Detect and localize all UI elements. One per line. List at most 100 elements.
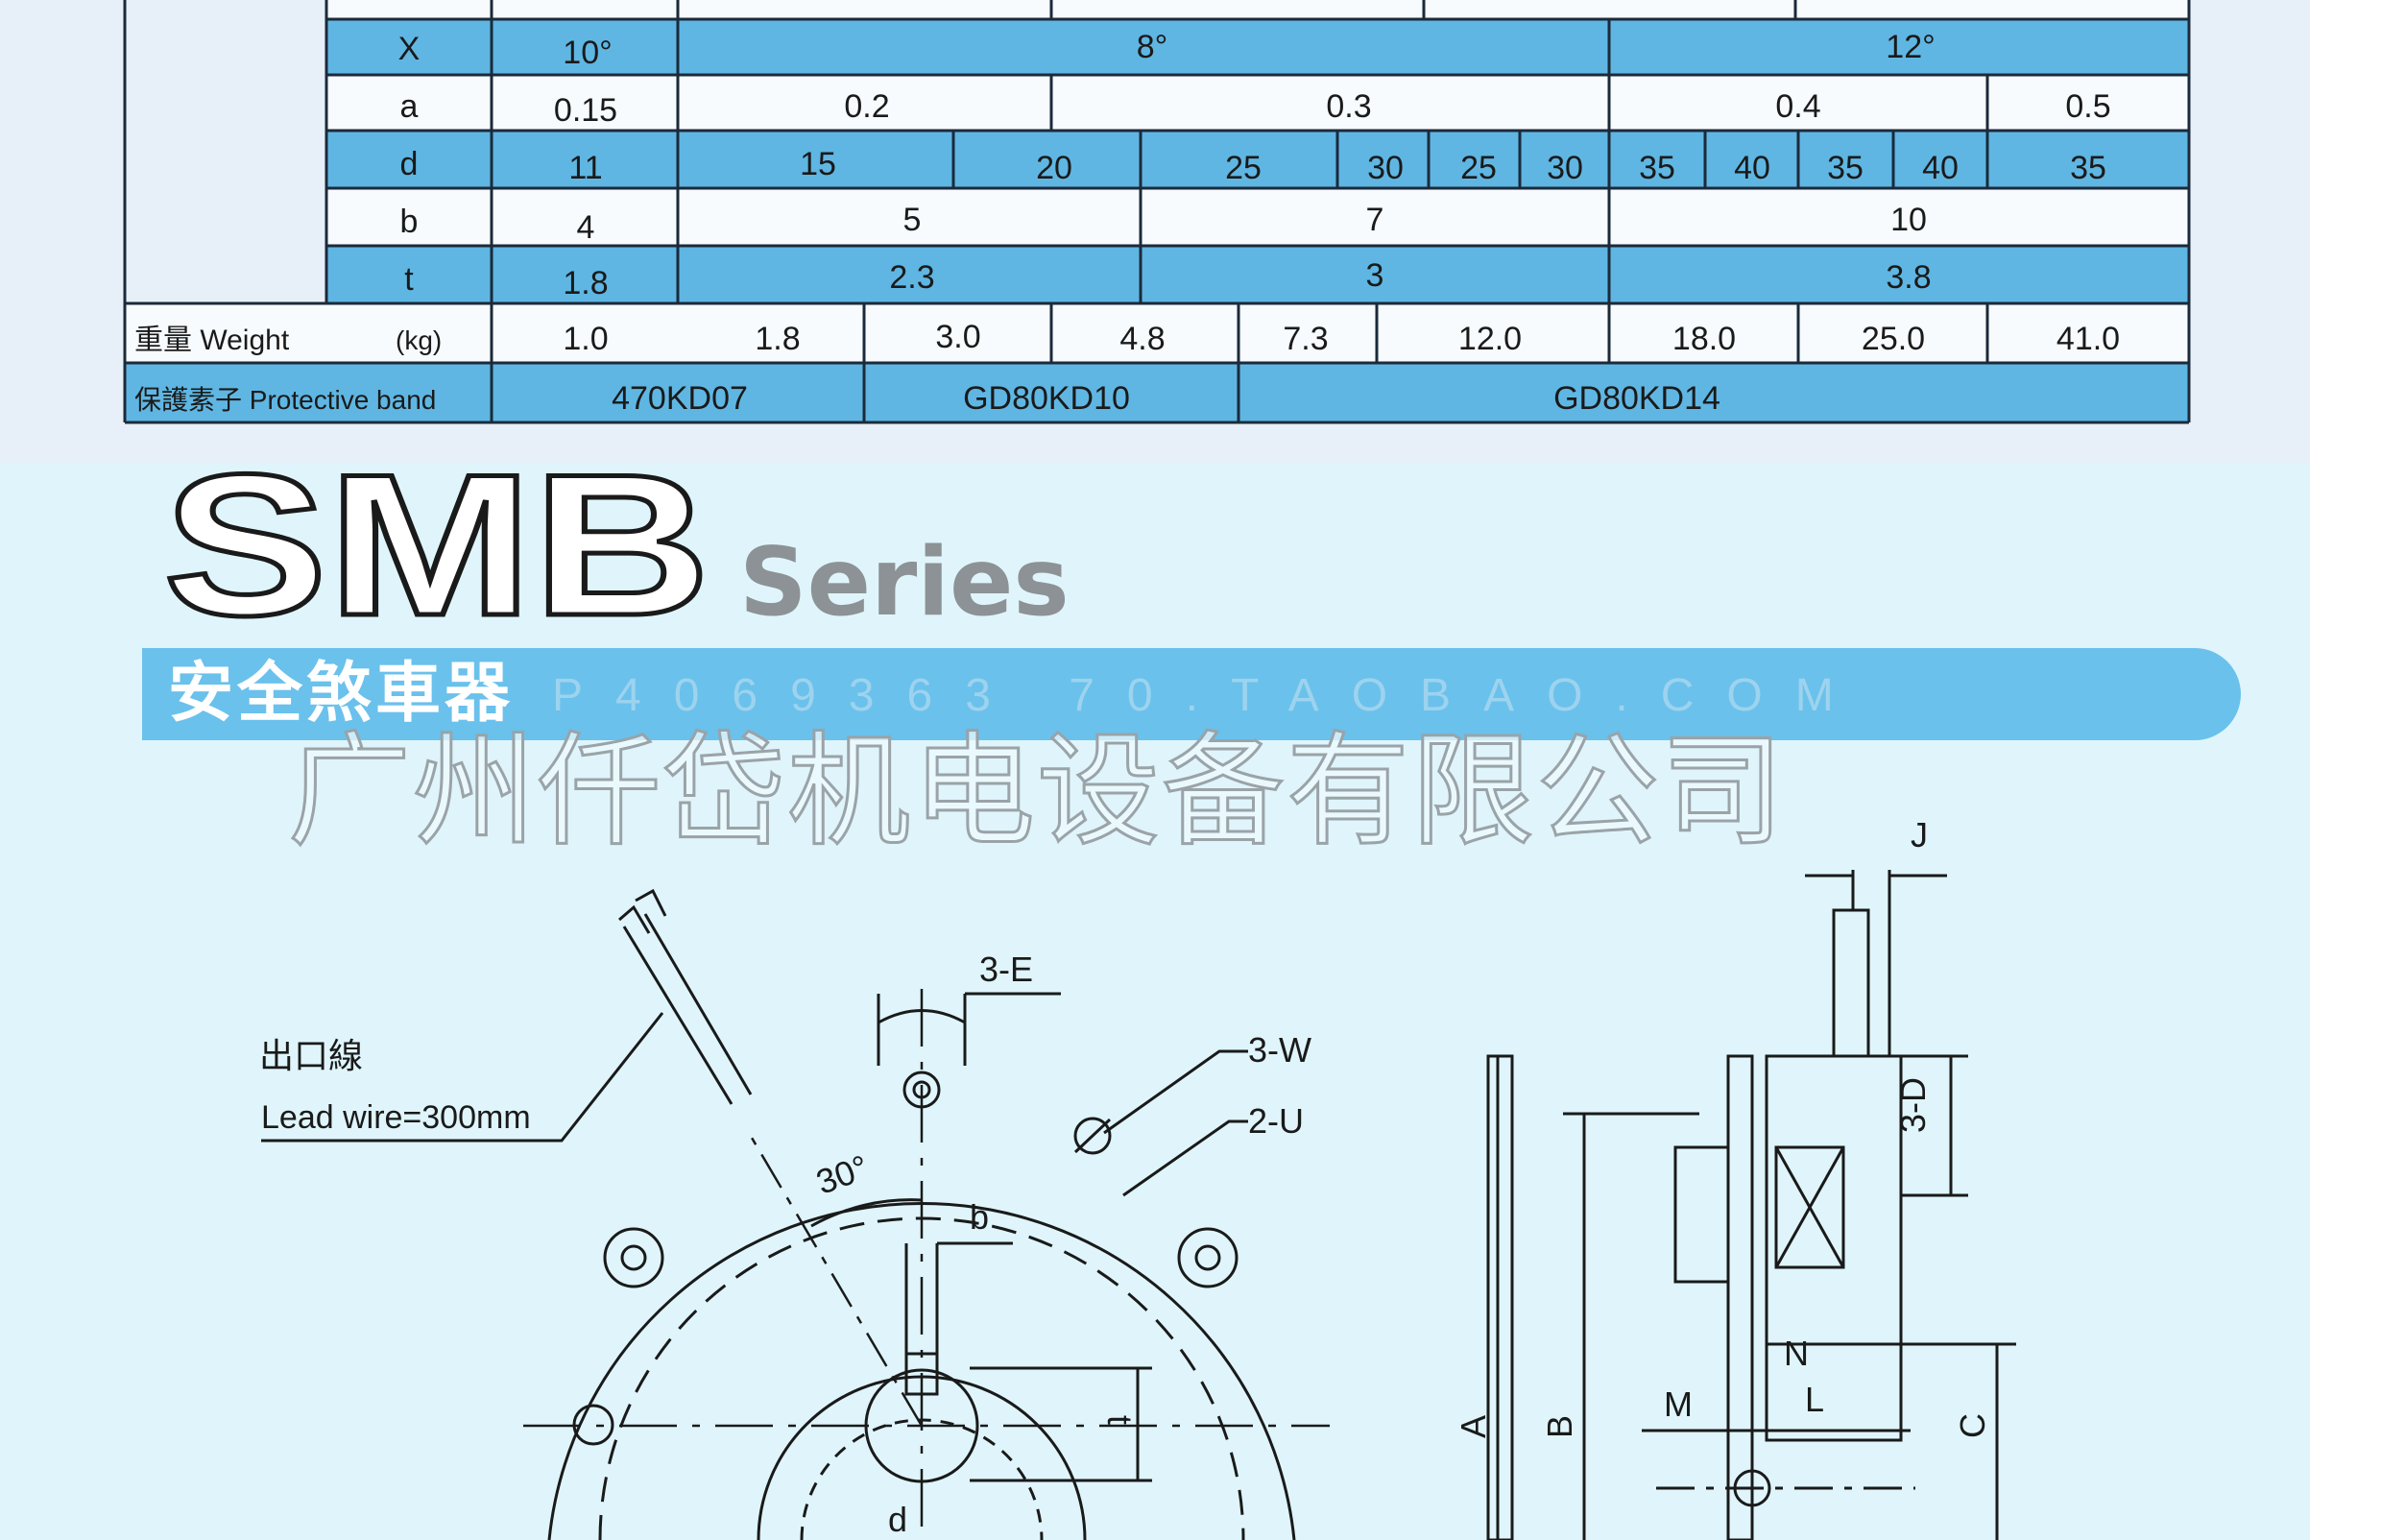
row-bg-band	[125, 363, 2189, 422]
cell-d-2: 15	[800, 146, 836, 182]
series-heading: SMB Series	[161, 463, 1070, 655]
dim-3d: 3-D	[1893, 1077, 1933, 1133]
row-bg-label-block	[125, 0, 326, 303]
dim-c: C	[1953, 1413, 1992, 1438]
cell-t-4: 3.8	[1886, 259, 1931, 296]
cell-t-1: 1.8	[563, 265, 608, 301]
dim-b: b	[970, 1197, 989, 1237]
cell-weight-4: 4.8	[1119, 321, 1165, 357]
cell-b-4: 10	[1890, 202, 1927, 238]
row-bg-d	[326, 131, 2189, 188]
section-banner	[142, 648, 2241, 740]
cell-d-12: 35	[2070, 150, 2106, 186]
row-label-b: b	[400, 204, 419, 240]
row-bg-a	[326, 75, 2189, 131]
dim-angle: 30°	[811, 1147, 874, 1202]
row-label-weight: 重量 Weight	[134, 325, 290, 356]
cell-x-1: 10°	[563, 35, 612, 71]
dim-j: J	[1911, 816, 1928, 854]
w-leader	[1103, 1049, 1248, 1135]
cell-weight-8: 25.0	[1862, 321, 1925, 357]
row-bg-b	[326, 188, 2189, 246]
cell-d-9: 40	[1734, 150, 1770, 186]
cell-d-10: 35	[1827, 150, 1864, 186]
cell-band-3: GD80KD14	[1553, 380, 1720, 417]
cell-b-3: 7	[1366, 202, 1384, 238]
dim-d: d	[888, 1500, 907, 1539]
cell-band-2: GD80KD10	[963, 380, 1130, 417]
cell-a-3: 0.3	[1326, 88, 1371, 125]
dim-2u: 2-U	[1248, 1101, 1304, 1141]
angle-arc	[810, 1198, 923, 1228]
row-label-d: d	[400, 146, 419, 182]
row-bg-t	[326, 246, 2189, 303]
tapped-hole	[1073, 1117, 1112, 1155]
cell-d-4: 25	[1225, 150, 1262, 186]
cell-x-2: 8°	[1137, 29, 1168, 65]
mount-hole-right-inner	[1194, 1244, 1221, 1271]
cell-weight-9: 41.0	[2056, 321, 2120, 357]
table-grid	[123, 0, 2191, 424]
lead-wire-tips	[618, 888, 667, 934]
lead-wire-label-cn: 出口線	[259, 1036, 363, 1075]
lead-wire-label-en: Lead wire=300mm	[261, 1099, 531, 1136]
technical-drawing: 出口線 Lead wire=300mm 3-E 3-W 2-U 30° b t …	[259, 816, 2016, 1540]
coil-cross-2	[1774, 1146, 1845, 1268]
dim-b-side: B	[1540, 1415, 1579, 1438]
tapped-hole-mark	[1073, 1118, 1112, 1154]
series-subtitle: Series	[739, 528, 1070, 638]
side-lead-wire	[1832, 908, 1870, 1058]
cell-weight-2: 1.8	[755, 321, 800, 357]
cell-b-1: 4	[577, 209, 595, 246]
cell-weight-5: 7.3	[1283, 321, 1328, 357]
row-label-band: 保護素子 Protective band	[134, 385, 436, 415]
cell-weight-7: 18.0	[1672, 321, 1736, 357]
brand-title: SMB	[163, 463, 710, 655]
dim-l: L	[1805, 1380, 1824, 1419]
cell-d-5: 30	[1367, 150, 1404, 186]
row-bg-x	[326, 19, 2189, 75]
dim-n: N	[1784, 1334, 1809, 1373]
cell-weight-3: 3.0	[935, 319, 980, 355]
u-leader	[1122, 1119, 1248, 1197]
cell-t-3: 3	[1366, 257, 1384, 294]
armature	[1673, 1145, 1730, 1284]
row-label-a: a	[400, 88, 419, 125]
row-bg-prev	[326, 0, 2189, 19]
cell-a-5: 0.5	[2065, 88, 2110, 125]
banner-title: 安全煞車器	[168, 656, 515, 732]
cell-d-1: 11	[568, 150, 602, 186]
row-bg-weight	[125, 303, 2189, 363]
angle-line	[747, 1132, 924, 1427]
row-label-x: X	[398, 31, 421, 67]
mount-hole-right	[1177, 1227, 1239, 1288]
cell-weight-1: 1.0	[563, 321, 608, 357]
dim-m: M	[1664, 1384, 1693, 1424]
mount-hole-left	[603, 1227, 664, 1288]
lead-wire	[622, 913, 753, 1105]
drawing-panel	[0, 463, 2310, 1540]
cell-weight-6: 12.0	[1458, 321, 1522, 357]
cell-b-2: 5	[903, 202, 922, 238]
cell-d-3: 20	[1036, 150, 1072, 186]
cell-a-1: 0.15	[554, 92, 617, 129]
dim-a: A	[1454, 1415, 1493, 1438]
row-label-weight-unit: (kg)	[396, 325, 442, 355]
coil	[1774, 1145, 1845, 1269]
cell-d-8: 35	[1639, 150, 1675, 186]
cell-t-2: 2.3	[889, 259, 934, 296]
page-margin	[2310, 0, 2381, 1540]
company-watermark: 广州仟岱机电设备有限公司	[286, 719, 1787, 865]
spec-table: X 10° 8° 12° a 0.15 0.2 0.3 0.4 0.5 d 11…	[123, 0, 2191, 424]
cell-d-7: 30	[1547, 150, 1583, 186]
cell-a-4: 0.4	[1775, 88, 1820, 125]
side-plate-2	[1726, 1054, 1754, 1540]
dim-t: t	[1100, 1415, 1140, 1425]
side-plate-1	[1486, 1054, 1514, 1540]
cell-band-1: 470KD07	[612, 380, 748, 417]
row-label-t: t	[404, 261, 414, 298]
lead-wire-leader	[261, 1012, 664, 1143]
side-shaft	[1733, 1469, 1771, 1507]
banner-url-watermark: P4069363 70.TAOBAO.COM	[552, 670, 1866, 721]
mount-hole-left-inner	[620, 1244, 647, 1271]
